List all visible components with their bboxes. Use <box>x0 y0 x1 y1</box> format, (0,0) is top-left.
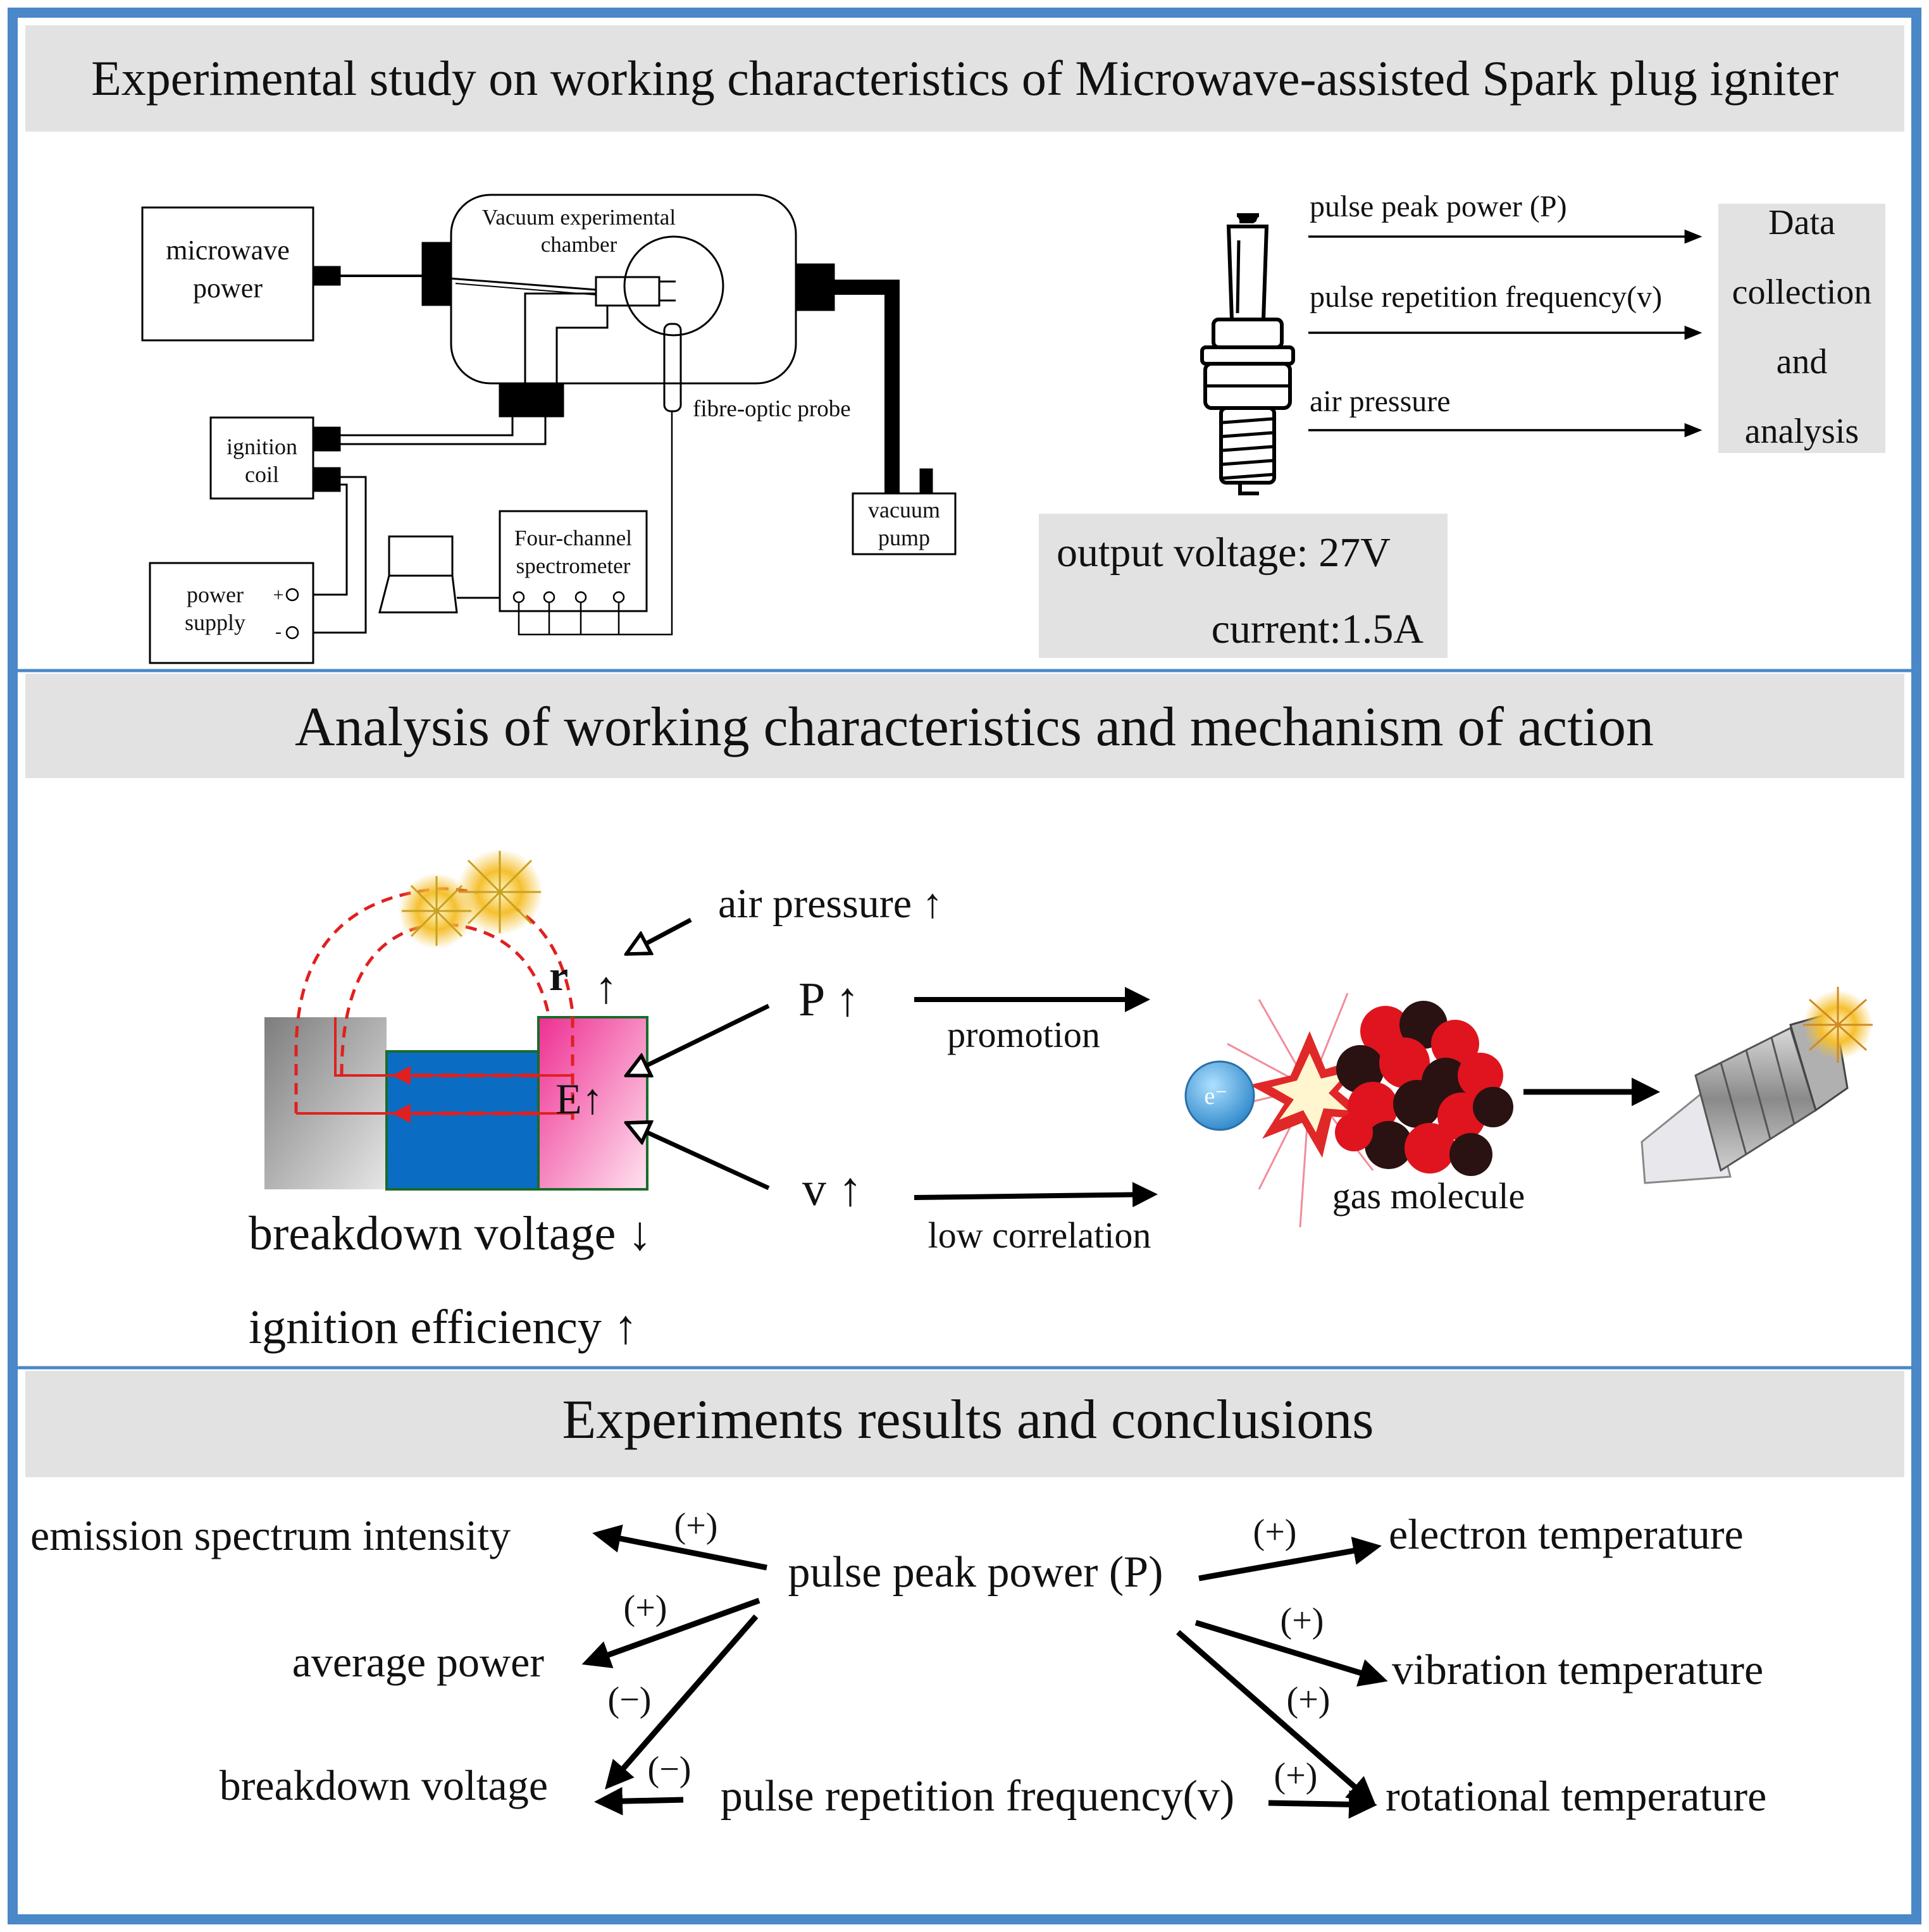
r-label: r <box>549 951 568 1000</box>
chamber-label-2: chamber <box>541 232 617 257</box>
E-label: E↑ <box>555 1075 604 1123</box>
microwave-power-label-2: power <box>193 273 263 304</box>
data-box-line-1: Data <box>1768 203 1835 242</box>
vacuum-pump-box <box>852 492 957 555</box>
sign-v-rotational: (+) <box>1274 1756 1318 1795</box>
sign-P-breakdown: (−) <box>608 1680 652 1719</box>
data-box-line-4: analysis <box>1745 412 1859 451</box>
arrow-P-to-average-power <box>581 1597 760 1668</box>
center-pulse-repetition-frequency: pulse repetition frequency(v) <box>721 1772 1234 1821</box>
input-pulse-repetition-frequency: pulse repetition frequency(v) <box>1310 280 1662 314</box>
result-electron-temperature: electron temperature <box>1389 1510 1744 1558</box>
vacuum-pump-label-1: vacuum <box>868 497 940 523</box>
section2-title: Analysis of working characteristics and … <box>295 697 1654 758</box>
igniting-spark-plug <box>1641 987 1873 1184</box>
section1-header-band <box>25 25 1904 132</box>
field-line-inner <box>340 922 551 1076</box>
experimental-setup-schematic <box>141 194 957 664</box>
data-box-line-2: collection <box>1732 273 1872 312</box>
arrow-P-to-E <box>626 1003 770 1075</box>
power-supply-box <box>149 562 314 664</box>
result-vibration-temperature: vibration temperature <box>1392 1645 1763 1694</box>
P-up-label: P ↑ <box>798 973 859 1026</box>
chamber-bottom-flange <box>499 382 564 418</box>
electron-sphere <box>1184 1060 1255 1131</box>
vacuum-pump-label-2: pump <box>878 525 930 550</box>
arrow-low-correlation <box>914 1182 1158 1208</box>
arrow-P-to-rotational <box>1176 1630 1376 1805</box>
result-emission-spectrum-intensity: emission spectrum intensity <box>30 1511 511 1559</box>
sign-P-average-power: (+) <box>624 1588 667 1628</box>
spectrometer-label-2: spectrometer <box>516 554 631 578</box>
promotion-label: promotion <box>947 1014 1100 1055</box>
input-pulse-peak-power: pulse peak power (P) <box>1310 190 1567 223</box>
arrow-P-to-emission <box>592 1524 767 1571</box>
gas-molecule-label: gas molecule <box>1332 1175 1525 1217</box>
sign-P-vibration: (+) <box>1281 1601 1324 1640</box>
arrow-air-pressure-to-r <box>626 917 692 957</box>
output-current: current:1.5A <box>1212 606 1424 652</box>
v-up-label: v ↑ <box>802 1163 862 1216</box>
waveguide-flange <box>421 242 450 306</box>
low-correlation-label: low correlation <box>928 1215 1151 1256</box>
chamber-label-1: Vacuum experimental <box>482 205 676 230</box>
arrow-v-to-rotational <box>1268 1790 1377 1819</box>
laptop-base <box>378 574 458 614</box>
air-pressure-up-label: air pressure ↑ <box>718 881 943 927</box>
plus-terminal-sign: + <box>273 585 284 605</box>
outer-frame <box>8 8 1921 1924</box>
data-box-line-3: and <box>1777 342 1828 381</box>
ignition-coil-label-1: ignition <box>226 434 297 459</box>
center-pulse-peak-power: pulse peak power (P) <box>788 1548 1163 1597</box>
microwave-connector <box>312 266 341 286</box>
ignition-coil-label-2: coil <box>245 462 279 487</box>
electron-label: e⁻ <box>1205 1083 1228 1110</box>
output-info-box <box>1039 514 1448 658</box>
microwave-power-label-1: microwave <box>166 235 289 266</box>
section1-title: Experimental study on working characteri… <box>91 51 1839 106</box>
input-air-pressure: air pressure <box>1310 385 1451 418</box>
spark-plug-holder <box>595 276 661 307</box>
gas-molecule-cluster <box>1335 1001 1513 1176</box>
r-up-arrow: ↑ <box>595 962 617 1013</box>
section3-title: Experiments results and conclusions <box>562 1389 1374 1451</box>
result-average-power: average power <box>292 1638 545 1686</box>
sign-P-emission: (+) <box>674 1506 718 1545</box>
arrow-v-to-breakdown <box>594 1786 684 1816</box>
electrode-schematic <box>264 849 648 1191</box>
section3-header-band <box>25 1371 1904 1477</box>
result-breakdown-voltage: breakdown voltage <box>220 1761 548 1809</box>
pink-electrode <box>537 1016 648 1191</box>
sign-P-rotational: (+) <box>1287 1680 1330 1719</box>
output-voltage: output voltage: 27V <box>1057 529 1391 576</box>
spectrometer-label-1: Four-channel <box>514 526 632 550</box>
breakdown-voltage-down-label: breakdown voltage ↓ <box>249 1207 652 1260</box>
spectrometer-box <box>499 510 648 612</box>
arrow-P-to-electron <box>1198 1537 1382 1582</box>
arrow-P-to-breakdown <box>605 1614 759 1790</box>
sign-P-electron: (+) <box>1253 1513 1297 1552</box>
minus-terminal-sign: - <box>275 621 282 642</box>
sign-v-breakdown: (−) <box>648 1750 692 1789</box>
result-rotational-temperature: rotational temperature <box>1386 1772 1766 1820</box>
data-collection-box <box>1718 204 1885 453</box>
ignition-coil-box <box>209 416 314 500</box>
pump-flange <box>795 263 835 311</box>
arrow-v-to-E <box>626 1123 770 1191</box>
power-supply-label-2: supply <box>185 610 245 635</box>
section2-header-band <box>25 674 1904 778</box>
chamber-window <box>623 235 724 337</box>
ignition-efficiency-up-label: ignition efficiency ↑ <box>249 1301 638 1354</box>
spark-plug-icon <box>1200 213 1295 495</box>
power-supply-label-1: power <box>187 582 244 607</box>
collision-illustration <box>1184 993 1513 1228</box>
dielectric-block <box>385 1050 540 1191</box>
fibre-probe-label: fibre-optic probe <box>693 396 851 422</box>
arrow-P-to-vibration <box>1194 1619 1388 1687</box>
gray-electrode <box>264 1017 387 1189</box>
